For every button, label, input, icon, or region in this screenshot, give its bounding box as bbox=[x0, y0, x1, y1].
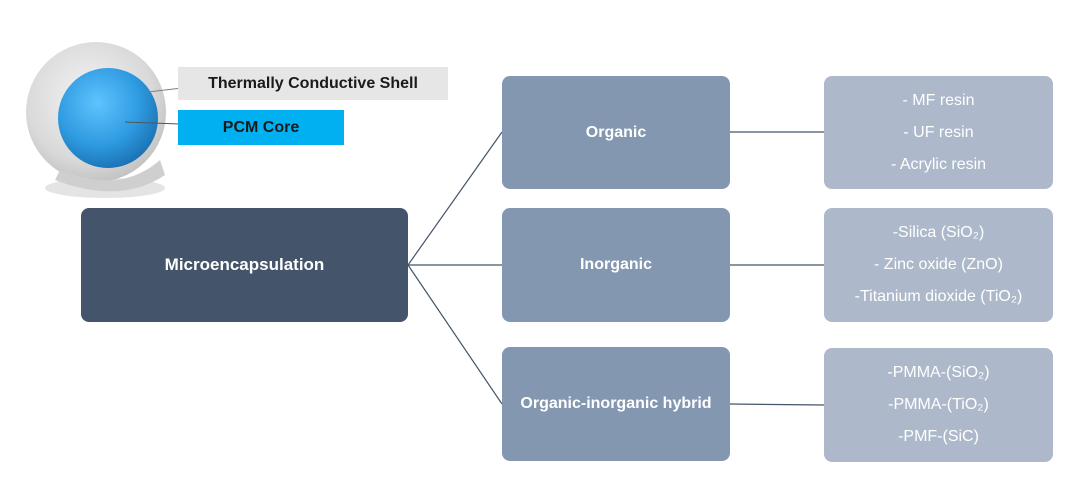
example-item: - MF resin bbox=[902, 91, 975, 109]
capsule-core bbox=[58, 68, 158, 168]
example-item: - Acrylic resin bbox=[890, 155, 987, 173]
example-item: -Titanium dioxide (TiO₂) bbox=[854, 288, 1023, 305]
example-item: -PMMA-(TiO₂) bbox=[888, 396, 989, 413]
connector-hybrid-examples bbox=[729, 403, 825, 406]
example-item: -PMF-(SiC) bbox=[898, 428, 979, 445]
root-node-microencapsulation: Microencapsulation bbox=[81, 208, 408, 322]
core-label: PCM Core bbox=[178, 110, 344, 145]
category-node-hybrid: Organic-inorganic hybrid bbox=[502, 347, 730, 461]
examples-node-inorganic: -Silica (SiO₂) - Zinc oxide (ZnO) -Titan… bbox=[824, 208, 1053, 322]
category-node-inorganic: Inorganic bbox=[502, 208, 730, 322]
examples-node-organic: - MF resin - UF resin - Acrylic resin bbox=[824, 76, 1053, 189]
example-item: - Zinc oxide (ZnO) bbox=[874, 256, 1003, 273]
capsule-illustration bbox=[26, 42, 183, 198]
shell-label: Thermally Conductive Shell bbox=[178, 67, 448, 100]
examples-node-hybrid: -PMMA-(SiO₂) -PMMA-(TiO₂) -PMF-(SiC) bbox=[824, 348, 1053, 462]
connector-root-hybrid bbox=[407, 264, 503, 405]
connectors bbox=[407, 131, 825, 406]
example-item: -Silica (SiO₂) bbox=[892, 224, 985, 241]
connector-root-organic bbox=[407, 131, 503, 266]
capsule-shell-cut bbox=[55, 160, 165, 192]
core-pointer-line bbox=[124, 121, 181, 125]
example-item: - UF resin bbox=[903, 123, 974, 141]
example-item: -PMMA-(SiO₂) bbox=[887, 364, 990, 381]
shell-pointer-line bbox=[147, 87, 183, 93]
category-node-organic: Organic bbox=[502, 76, 730, 189]
